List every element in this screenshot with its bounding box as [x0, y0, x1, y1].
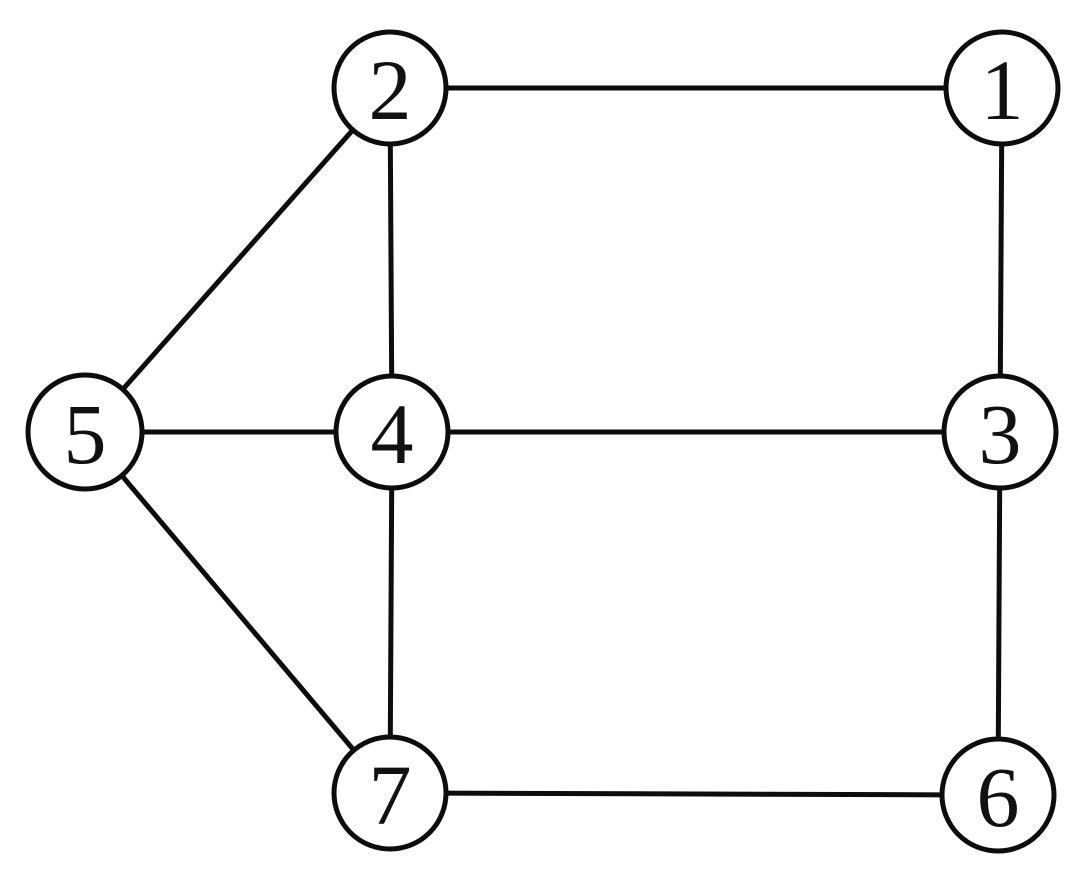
graph-node-label-1: 1	[981, 42, 1024, 138]
graph-edge-1-3	[997, 141, 1005, 379]
graph-node-circle-3[interactable]	[941, 373, 1059, 491]
graph-node-5[interactable]: 5	[25, 372, 145, 492]
graph-edge-2-4	[387, 141, 395, 379]
graph-node-circle-4[interactable]	[333, 373, 451, 491]
graph-node-circle-5[interactable]	[25, 372, 145, 492]
graph-node-circle-2[interactable]	[331, 29, 449, 147]
graph-node-label-2: 2	[369, 42, 412, 138]
edge-layer	[118, 85, 1005, 798]
graph-node-label-4: 4	[371, 386, 414, 482]
graph-edge-7-6	[443, 790, 945, 798]
graph-node-4[interactable]: 4	[333, 373, 451, 491]
graph-node-label-5: 5	[64, 386, 107, 482]
graph-node-2[interactable]: 2	[331, 29, 449, 147]
graph-edge-2-5	[119, 126, 357, 393]
graph-node-circle-1[interactable]	[943, 29, 1061, 147]
graph-node-6[interactable]: 6	[939, 736, 1057, 854]
graph-node-label-7: 7	[369, 747, 412, 843]
graph-edge-5-7	[118, 472, 358, 754]
node-layer: 2 1 5 4 3 7 6	[25, 29, 1061, 854]
graph-node-label-3: 3	[979, 386, 1022, 482]
graph-node-label-6: 6	[977, 749, 1020, 845]
graph-node-3[interactable]: 3	[941, 373, 1059, 491]
graph-node-1[interactable]: 1	[943, 29, 1061, 147]
graph-node-circle-7[interactable]	[331, 734, 449, 852]
graph-node-circle-6[interactable]	[939, 736, 1057, 854]
graph-edge-3-6	[995, 485, 1003, 742]
graph-edge-4-7	[387, 485, 395, 740]
graph-node-7[interactable]: 7	[331, 734, 449, 852]
